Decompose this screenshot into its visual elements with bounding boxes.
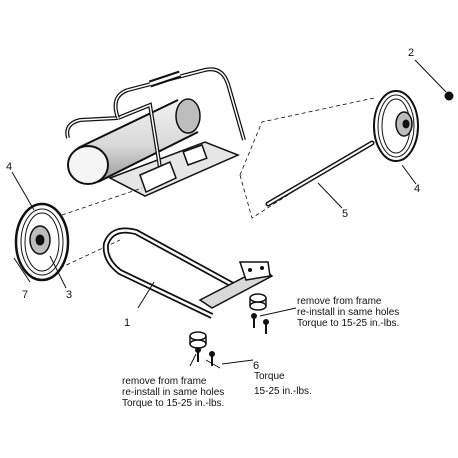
note-bottom-left-line2: re-install in same holes — [122, 387, 225, 398]
mounting-screws — [195, 313, 269, 366]
callout-1: 1 — [124, 317, 131, 329]
callout-5: 5 — [342, 208, 349, 220]
axle-rod — [265, 140, 375, 207]
axle-nut — [444, 91, 454, 101]
note-bottom-left-line1: remove from frame — [122, 376, 207, 387]
note-right-line1: remove from frame — [297, 296, 382, 307]
note-bottom-mid-line2: 15-25 in.-lbs. — [254, 386, 312, 397]
callout-4-left: 4 — [6, 161, 13, 173]
note-right: remove from frame re-install in same hol… — [297, 296, 399, 329]
callout-3: 3 — [66, 289, 73, 301]
rubber-foot-right — [249, 293, 267, 311]
note-right-line2: re-install in same holes — [297, 307, 400, 318]
note-bottom-mid: Torque 15-25 in.-lbs. — [254, 371, 312, 397]
note-bottom-left: remove from frame re-install in same hol… — [122, 376, 224, 409]
left-wheel — [14, 202, 70, 282]
rubber-foot-left — [189, 331, 207, 349]
callout-7: 7 — [22, 289, 29, 301]
note-bottom-mid-line1: Torque — [254, 371, 285, 382]
compressor-tank-assembly — [65, 67, 246, 197]
handle-frame — [102, 227, 274, 319]
callout-4-right: 4 — [414, 183, 421, 195]
note-bottom-left-line3: Torque to 15-25 in.-lbs. — [122, 398, 225, 409]
callout-leaders — [11, 59, 447, 369]
callout-2: 2 — [408, 47, 415, 59]
right-wheel — [373, 90, 419, 162]
callout-6: 6 — [253, 360, 260, 372]
note-right-line3: Torque to 15-25 in.-lbs. — [297, 318, 400, 329]
